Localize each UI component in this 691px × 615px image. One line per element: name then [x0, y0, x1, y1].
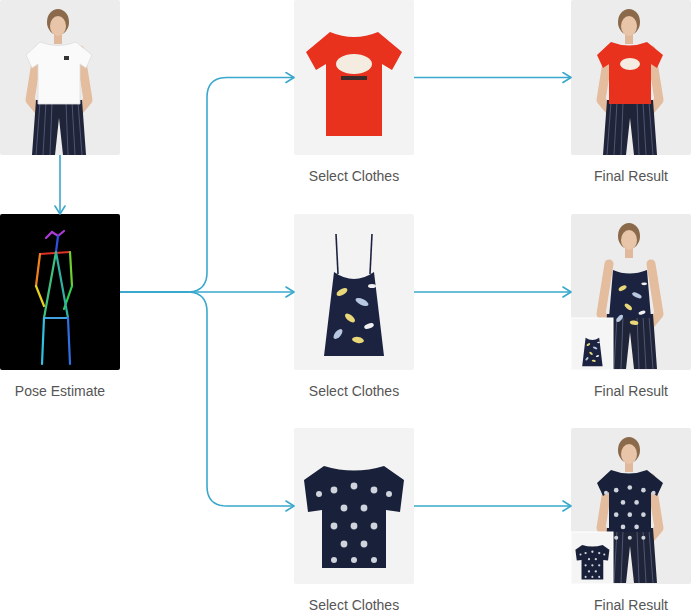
art-line	[70, 252, 72, 286]
art-rect	[571, 0, 691, 155]
caption-text: Final Result	[594, 383, 668, 400]
art-line	[36, 254, 40, 286]
caption: Final Result	[594, 383, 668, 400]
caption-text: Final Result	[594, 597, 668, 614]
dotted-tee-product	[294, 428, 414, 584]
art-line	[44, 252, 56, 318]
flow-arrow	[59, 155, 61, 214]
art-line	[56, 252, 68, 318]
art-use	[332, 284, 376, 344]
caption-text: Select Clothes	[309, 597, 399, 614]
input-photo	[0, 0, 120, 155]
flow-arrow	[120, 78, 294, 293]
clothes-frame: Select Clothes	[294, 0, 414, 155]
caption-text: Select Clothes	[309, 383, 399, 400]
art-rect	[64, 56, 69, 60]
art-rect	[0, 0, 120, 155]
art-rect	[571, 318, 613, 370]
caption: Select Clothes	[309, 168, 399, 185]
art-line	[336, 234, 338, 274]
art-path	[324, 272, 384, 356]
flow-arrow	[414, 505, 571, 507]
art-use	[615, 282, 647, 325]
art-ellipse	[620, 58, 640, 70]
flow-arrow	[120, 292, 294, 506]
art-rect	[294, 428, 414, 584]
pose-frame: Pose Estimate	[0, 214, 120, 370]
result-frame: Final Result	[571, 214, 691, 370]
caption: Final Result	[594, 168, 668, 185]
pose-skeleton	[0, 214, 120, 370]
flow-arrow	[414, 291, 571, 293]
art-line	[42, 318, 44, 364]
caption: Select Clothes	[309, 383, 399, 400]
art-rect	[0, 214, 120, 370]
art-line	[56, 236, 58, 252]
art-rect	[571, 214, 691, 370]
art-use	[304, 466, 404, 568]
art-line	[370, 234, 372, 274]
flow-arrow	[414, 77, 571, 79]
art-ellipse	[336, 54, 372, 74]
art-use	[585, 342, 600, 362]
result-frame: Final Result	[571, 428, 691, 584]
caption: Pose Estimate	[15, 383, 105, 400]
caption-text: Final Result	[594, 168, 668, 185]
art-line	[68, 318, 70, 364]
red-tee-product	[294, 0, 414, 155]
art-rect	[571, 532, 613, 584]
art-rect	[341, 76, 367, 80]
art-rect	[294, 0, 414, 155]
caption-text: Pose Estimate	[15, 383, 105, 400]
clothes-frame: Select Clothes	[294, 214, 414, 370]
art-line	[44, 317, 68, 319]
caption: Select Clothes	[309, 597, 399, 614]
photo-frame	[0, 0, 120, 155]
art-rect	[571, 428, 691, 584]
art-use	[579, 551, 605, 578]
result-red-tee	[571, 0, 691, 155]
art-g	[582, 338, 602, 367]
art-path	[582, 338, 602, 367]
caption: Final Result	[594, 597, 668, 614]
art-g	[36, 231, 72, 364]
clothes-frame: Select Clothes	[294, 428, 414, 584]
art-use	[26, 42, 92, 104]
art-use	[597, 470, 663, 532]
art-use	[575, 545, 609, 580]
art-g	[575, 545, 609, 580]
art-line	[36, 286, 44, 306]
floral-cami-product	[294, 214, 414, 370]
art-use	[316, 483, 392, 563]
art-use	[306, 32, 402, 136]
caption-text: Select Clothes	[309, 168, 399, 185]
result-floral-cami	[571, 214, 691, 370]
result-frame: Final Result	[571, 0, 691, 155]
art-path	[46, 231, 64, 238]
result-dotted-tee	[571, 428, 691, 584]
art-g	[615, 282, 647, 325]
art-use	[597, 42, 663, 104]
art-rect	[294, 214, 414, 370]
